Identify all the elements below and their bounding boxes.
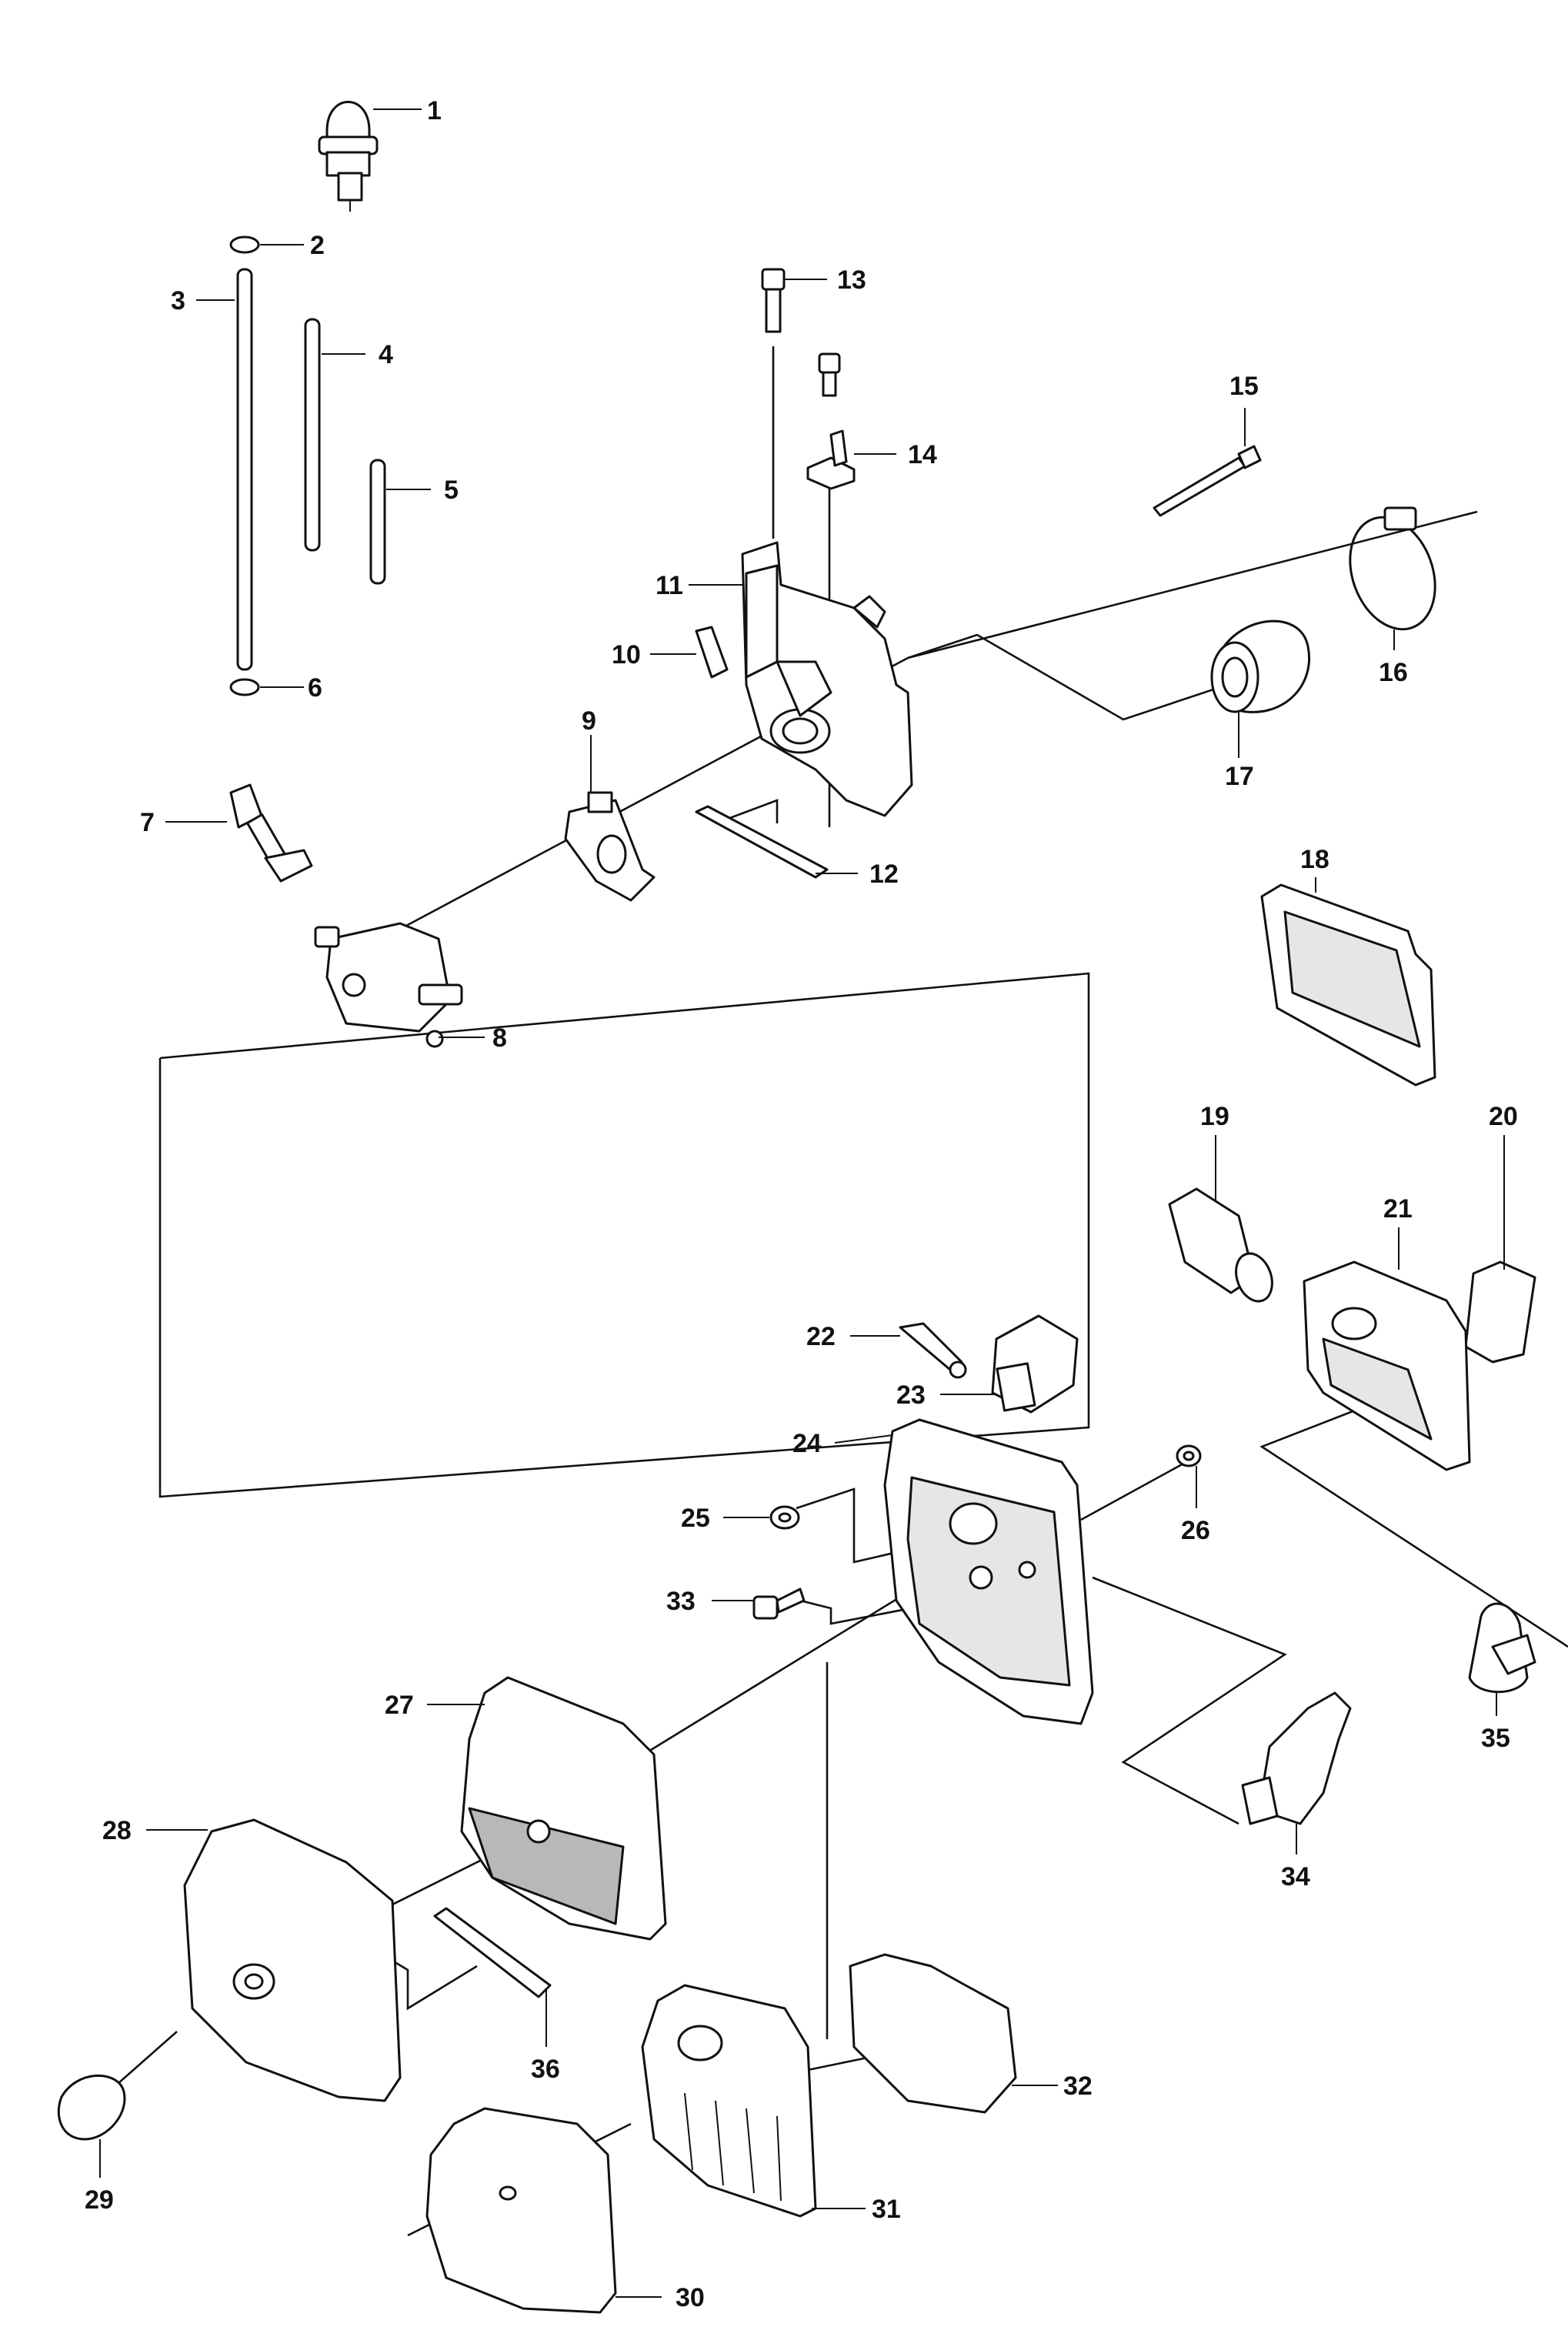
callout-29: 29 — [85, 2185, 114, 2215]
callout-16: 16 — [1379, 658, 1408, 687]
part-15-bolt — [1153, 445, 1262, 517]
part-23-choke-shutter — [991, 1314, 1079, 1414]
callout-19: 19 — [1200, 1102, 1229, 1131]
part-32-foam-filter — [849, 1953, 1017, 2114]
callout-2: 2 — [310, 231, 325, 260]
callout-23: 23 — [896, 1380, 926, 1410]
callout-8: 8 — [492, 1023, 507, 1053]
callout-33: 33 — [666, 1587, 696, 1616]
callout-36: 36 — [531, 2055, 560, 2084]
assembly-lines — [158, 346, 1568, 2237]
callout-12: 12 — [869, 860, 899, 889]
part-33-screw — [752, 1587, 806, 1620]
part-35-cap — [1468, 1602, 1536, 1694]
part-9-gasket — [564, 791, 656, 902]
part-18-filter-housing — [1260, 883, 1436, 1087]
part-21-filter-base — [1303, 1260, 1471, 1471]
callout-10: 10 — [612, 640, 641, 669]
leader-lines — [99, 109, 1505, 2298]
callout-15: 15 — [1229, 372, 1259, 401]
part-19-elbow — [1168, 1187, 1273, 1303]
part-10-spacer — [695, 626, 729, 679]
part-16-hose-clamp — [1349, 506, 1436, 631]
callout-26: 26 — [1181, 1516, 1210, 1545]
part-11-intake-housing — [741, 541, 913, 817]
part-5-tube — [369, 459, 386, 585]
callout-25: 25 — [681, 1504, 710, 1533]
callout-3: 3 — [171, 286, 185, 315]
callout-27: 27 — [385, 1691, 414, 1720]
callout-9: 9 — [582, 706, 596, 736]
callout-35: 35 — [1481, 1724, 1510, 1753]
callout-32: 32 — [1063, 2072, 1093, 2101]
part-20-gasket — [1464, 1260, 1536, 1364]
callout-7: 7 — [140, 808, 155, 837]
callout-21: 21 — [1383, 1194, 1413, 1224]
callout-22: 22 — [806, 1322, 836, 1351]
part-22-bolt — [899, 1322, 967, 1379]
callout-18: 18 — [1300, 845, 1329, 874]
part-4-tube — [304, 318, 321, 552]
callout-11: 11 — [656, 571, 683, 600]
callout-34: 34 — [1281, 1862, 1310, 1891]
part-17-intake-boot — [1210, 619, 1310, 713]
callout-17: 17 — [1225, 762, 1254, 791]
part-31-filter-element — [641, 1984, 817, 2218]
part-24-air-filter-housing — [883, 1418, 1094, 1725]
part-6-o-ring — [229, 678, 260, 696]
part-30-filter-cover — [425, 2107, 617, 2314]
part-34-bracket — [1241, 1691, 1352, 1825]
part-2-o-ring — [229, 235, 260, 254]
callout-6: 6 — [308, 673, 322, 703]
part-25-nut — [769, 1505, 800, 1530]
part-1-primer-bulb — [318, 101, 379, 212]
part-13-screw — [761, 268, 786, 333]
callout-28: 28 — [102, 1816, 132, 1845]
part-8-carburetor — [314, 922, 463, 1048]
part-14-bracket — [806, 352, 856, 490]
part-7-choke-knob — [229, 783, 313, 883]
part-26-nut — [1176, 1444, 1202, 1467]
callout-4: 4 — [379, 340, 393, 369]
part-27-filter-cover-inner — [460, 1676, 667, 1941]
callout-1: 1 — [427, 96, 442, 125]
callout-30: 30 — [676, 2283, 705, 2312]
callout-14: 14 — [908, 440, 937, 469]
callout-31: 31 — [872, 2195, 901, 2224]
callout-24: 24 — [792, 1429, 822, 1458]
part-28-outer-cover — [183, 1818, 402, 2102]
callout-13: 13 — [837, 265, 866, 295]
part-3-fuel-tube — [236, 268, 253, 671]
callout-5: 5 — [444, 476, 459, 505]
callout-numbers: 1 2 3 4 5 6 7 8 9 10 11 12 13 14 15 16 1… — [85, 96, 1518, 2312]
part-36-strip — [433, 1907, 552, 1998]
callout-20: 20 — [1489, 1102, 1518, 1131]
part-29-knob — [57, 2031, 178, 2141]
part-12-gasket-strip — [695, 805, 829, 879]
